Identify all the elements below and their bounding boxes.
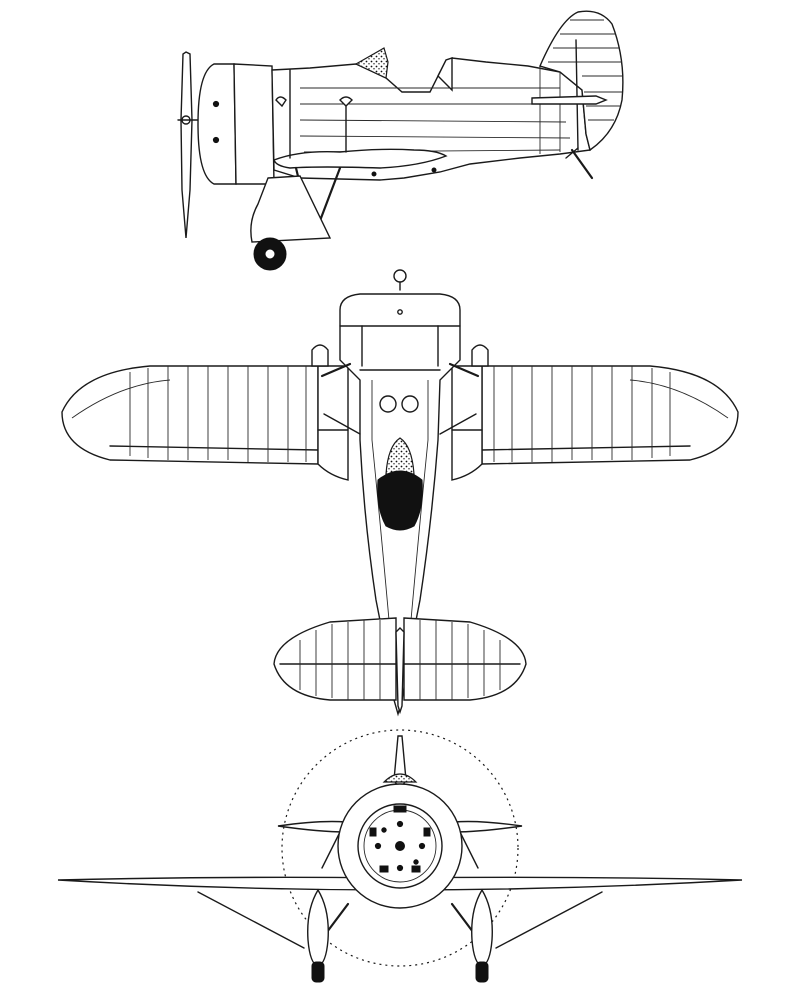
front-view — [57, 729, 743, 983]
top-left-wing — [61, 365, 319, 465]
side-landing-gear — [250, 166, 342, 271]
top-center-section — [311, 344, 489, 481]
top-gauge-right — [401, 395, 419, 413]
top-fuselage — [320, 269, 480, 717]
top-right-wing — [481, 365, 739, 465]
side-view — [177, 10, 624, 271]
front-upper-wing — [277, 820, 347, 833]
side-wing-struts — [273, 69, 448, 177]
top-cockpit-opening — [377, 470, 423, 531]
front-landing-gear — [307, 888, 493, 983]
top-tailplane — [273, 617, 527, 715]
top-wings — [61, 365, 739, 465]
top-windscreen — [385, 437, 415, 475]
front-propeller-arc — [281, 729, 519, 967]
side-windscreen — [354, 47, 389, 79]
front-wheel-right — [475, 961, 489, 983]
front-wheel-left — [311, 961, 325, 983]
side-tail — [531, 10, 624, 180]
side-cowling — [197, 63, 275, 185]
front-cowling — [337, 783, 463, 909]
top-gauge-left — [379, 395, 397, 413]
side-propeller — [177, 51, 201, 239]
top-view — [61, 269, 739, 717]
